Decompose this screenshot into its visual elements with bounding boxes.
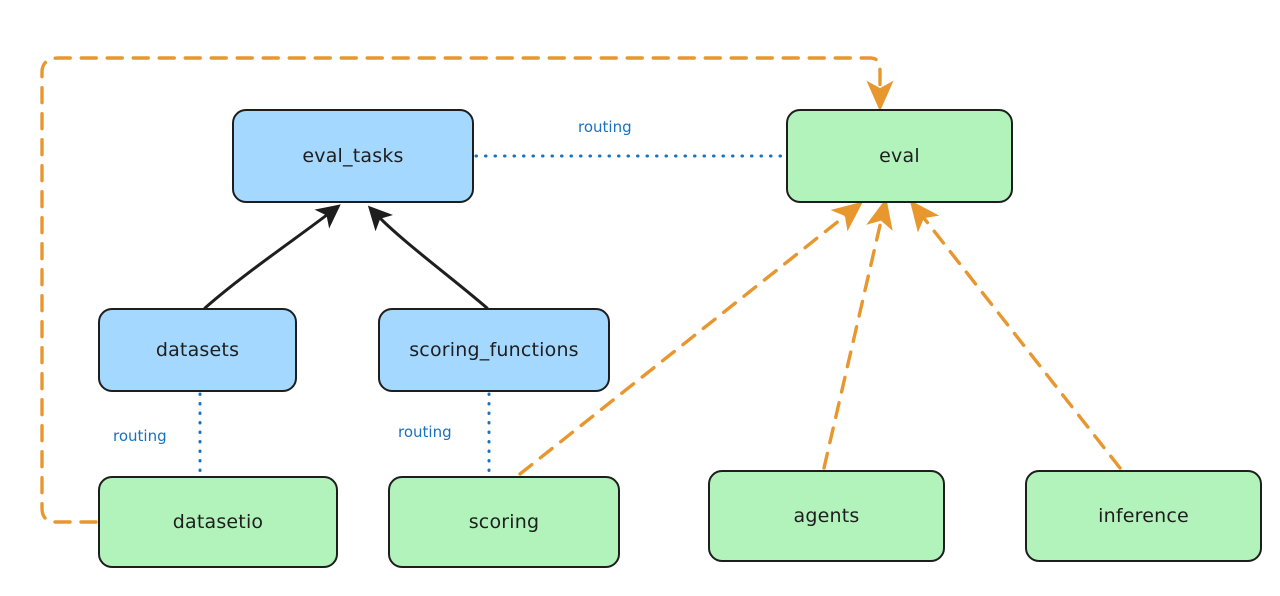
node-label: datasets xyxy=(155,339,240,361)
node-label: scoring xyxy=(468,511,540,533)
edge-datasets-to-eval-tasks xyxy=(203,204,341,310)
node-label: datasetio xyxy=(172,511,264,533)
edge-label-routing-datasets-datasetio: routing xyxy=(113,427,167,445)
edge-scoring-to-eval xyxy=(518,201,863,476)
edge-agents-to-eval xyxy=(822,198,893,470)
node-datasetio[interactable]: datasetio xyxy=(98,476,338,568)
edge-inference-to-eval xyxy=(909,199,1122,470)
node-inference[interactable]: inference xyxy=(1025,470,1262,562)
node-label: eval_tasks xyxy=(302,145,404,167)
edge-label-routing-eval-tasks-eval: routing xyxy=(578,118,632,136)
node-eval[interactable]: eval xyxy=(786,109,1013,203)
node-label: inference xyxy=(1098,505,1189,527)
edge-datasetio-to-eval xyxy=(40,56,894,524)
node-label: scoring_functions xyxy=(409,339,579,361)
node-label: eval xyxy=(879,145,920,167)
node-scoring[interactable]: scoring xyxy=(388,476,620,568)
node-label: agents xyxy=(793,505,860,527)
node-scoring-functions[interactable]: scoring_functions xyxy=(378,308,610,392)
edge-scoring-functions-to-eval-tasks xyxy=(367,205,489,310)
node-agents[interactable]: agents xyxy=(708,470,945,562)
node-eval-tasks[interactable]: eval_tasks xyxy=(232,109,474,203)
node-datasets[interactable]: datasets xyxy=(98,308,297,392)
edge-label-routing-scoring-functions-scoring: routing xyxy=(398,423,452,441)
